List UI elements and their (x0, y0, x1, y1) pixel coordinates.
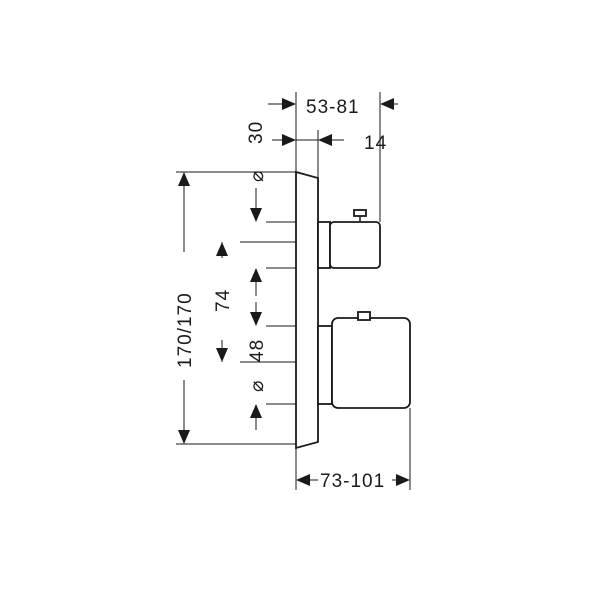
dimension-top-depth: 53-81 (268, 97, 398, 118)
dimension-label-height: 170/170 (175, 292, 196, 368)
diameter-marker-lower: ⌀ (247, 380, 268, 430)
dimension-spacing-upper: 74 (213, 242, 234, 362)
upper-knob (317, 209, 381, 269)
lower-handle (317, 311, 411, 409)
diameter-marker-upper: ⌀ (247, 170, 268, 222)
dimension-label-knob-depth: 14 (364, 133, 387, 154)
cover-plate (295, 170, 319, 450)
diameter-symbol-upper: ⌀ (247, 170, 268, 182)
dimension-label-spacing-upper: 74 (213, 289, 234, 312)
dimension-spacing-lower: 48 (247, 268, 268, 362)
dimension-label-spacing-lower: 48 (247, 339, 268, 362)
dimension-bottom-depth: 73-101 (296, 471, 410, 492)
dimension-label-bottom-depth: 73-101 (320, 471, 385, 492)
diameter-symbol-lower: ⌀ (247, 380, 268, 392)
dimension-height: 170/170 (175, 172, 196, 444)
dimension-label-top-depth: 53-81 (306, 97, 360, 118)
dimension-label-cover-offset: 30 (246, 121, 267, 144)
extension-lines (176, 92, 411, 490)
dimension-cover-offset: 30 14 (246, 121, 387, 154)
